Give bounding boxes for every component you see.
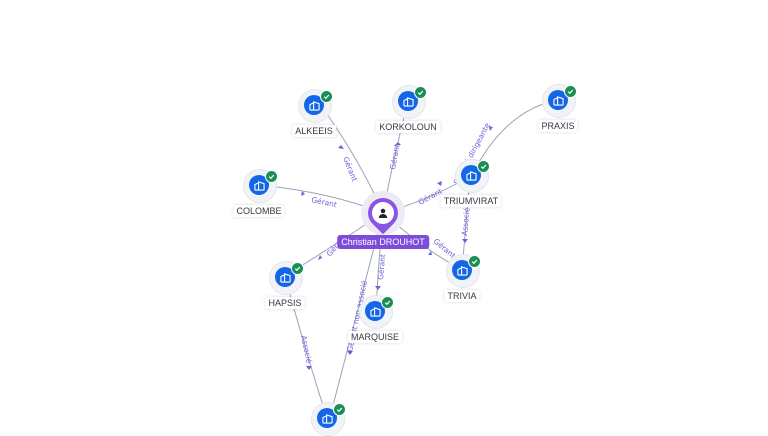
verified-check-icon bbox=[291, 262, 304, 275]
verified-check-icon bbox=[381, 296, 394, 309]
company-building-icon bbox=[249, 175, 269, 195]
arrow-triumvirat bbox=[437, 181, 442, 186]
company-label: HAPSIS bbox=[265, 297, 305, 309]
company-label: COLOMBE bbox=[233, 205, 285, 217]
verified-check-icon bbox=[414, 86, 427, 99]
arrow-trivia bbox=[428, 251, 432, 255]
company-building-icon bbox=[398, 91, 418, 111]
person-name-label: Christian DROUHOT bbox=[337, 235, 429, 249]
edge-label-hapsis-bottom: Associé bbox=[299, 335, 314, 365]
edge-label-triumvirat-trivia: Associé bbox=[460, 207, 471, 236]
person-icon bbox=[372, 202, 394, 224]
verified-check-icon bbox=[564, 85, 577, 98]
verified-check-icon bbox=[333, 403, 346, 416]
arrow-alkeeis bbox=[338, 145, 344, 149]
verified-check-icon bbox=[265, 170, 278, 183]
company-label: TRIUMVIRAT bbox=[440, 195, 502, 207]
arrow-trivia-assoc bbox=[462, 239, 468, 243]
arrow-marquise bbox=[375, 286, 381, 290]
arrow-hapsis-assoc bbox=[306, 366, 312, 370]
arrow-korkoloun bbox=[395, 142, 401, 145]
company-building-icon bbox=[275, 267, 295, 287]
edge-label-alkeeis: Gérant bbox=[341, 155, 359, 182]
company-label: KORKOLOUN bbox=[376, 121, 440, 133]
company-building-icon bbox=[365, 301, 385, 321]
arrow-hapsis bbox=[318, 255, 322, 260]
arrow-bottom bbox=[347, 351, 353, 355]
verified-check-icon bbox=[477, 160, 490, 173]
company-label: ALKEEIS bbox=[292, 125, 336, 137]
arrow-colombe bbox=[301, 191, 305, 196]
company-building-icon bbox=[548, 90, 568, 110]
company-label: TRIVIA bbox=[444, 290, 480, 302]
company-building-icon bbox=[452, 260, 472, 280]
verified-check-icon bbox=[320, 90, 333, 103]
company-label: PRAXIS bbox=[538, 120, 578, 132]
company-building-icon bbox=[317, 408, 337, 428]
company-label: MARQUISE bbox=[347, 331, 403, 343]
company-building-icon bbox=[304, 95, 324, 115]
arrow-praxis bbox=[489, 126, 493, 131]
edge-label-triumvirat: Gérant bbox=[417, 187, 444, 207]
edge-label-korkoloun: Gérant bbox=[388, 143, 401, 170]
edge-label-marquise: Gérant bbox=[376, 254, 387, 281]
verified-check-icon bbox=[468, 255, 481, 268]
company-building-icon bbox=[461, 165, 481, 185]
